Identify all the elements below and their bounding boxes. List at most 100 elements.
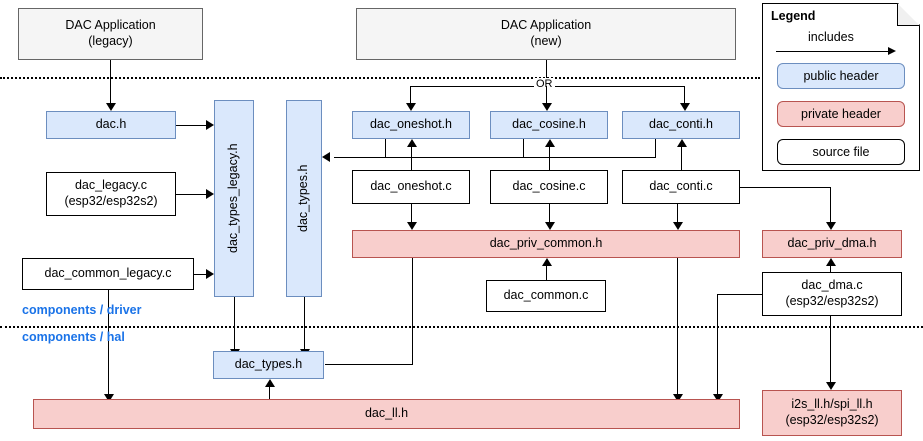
edge-bus-to-oneshot — [410, 86, 411, 103]
arrowhead-dacdmac-to-i2sll — [826, 382, 836, 390]
edge-headers-to-drivertypes-bus — [334, 157, 656, 158]
node-dac-ll-h-label: dac_ll.h — [364, 406, 409, 421]
legend-private-header-chip: private header — [777, 101, 905, 127]
node-dac-cosine-c-label: dac_cosine.c — [512, 179, 586, 194]
app-legacy-line2: (legacy) — [88, 34, 133, 48]
edge-dacdmac-to-privdma — [830, 266, 831, 272]
arrowhead-applegacy-to-dach — [106, 103, 116, 111]
node-dac-h[interactable]: dac.h — [46, 111, 176, 139]
legend-title: Legend — [771, 9, 816, 23]
edge-contic-to-privcommon — [677, 204, 678, 222]
label-or: OR — [534, 78, 555, 90]
legend-source-file-chip: source file — [777, 139, 905, 165]
node-dac-dma-c[interactable]: dac_dma.c (esp32/esp32s2) — [762, 272, 902, 316]
arrowhead-cosinec-to-privcommon — [545, 222, 555, 230]
arrowhead-daclegacyc-to-typeslegacy — [206, 189, 214, 199]
node-dac-cosine-c[interactable]: dac_cosine.c — [490, 170, 608, 204]
node-dac-conti-c-label: dac_conti.c — [649, 179, 713, 194]
arrowhead-dacdmac-to-privdma — [826, 258, 836, 266]
layer-separator-bottom — [0, 326, 923, 328]
node-dac-priv-dma-h-label: dac_priv_dma.h — [787, 236, 877, 251]
node-dac-oneshot-c[interactable]: dac_oneshot.c — [352, 170, 470, 204]
edge-cosineh-drop — [523, 139, 524, 157]
arrowhead-bus-to-oneshot — [406, 103, 416, 111]
edge-cosinec-to-cosineh — [549, 147, 550, 170]
arrowhead-daccommonc-to-privcommon — [542, 258, 552, 266]
legend-arrowhead-icon — [888, 47, 896, 55]
node-dac-cosine-h-label: dac_cosine.h — [512, 117, 586, 132]
node-dac-common-c-label: dac_common.c — [503, 288, 589, 303]
edge-privcommon-to-haltypes-v — [412, 258, 413, 364]
dac-legacy-c-line2: (esp32/esp32s2) — [64, 194, 158, 208]
node-dac-oneshot-h-label: dac_oneshot.h — [369, 117, 452, 132]
legend-includes-label: includes — [808, 30, 854, 44]
node-dac-types-legacy-h[interactable]: dac_types_legacy.h — [214, 100, 254, 297]
edge-dacdmac-to-dacll-h — [717, 294, 763, 295]
node-dac-types-h-driver[interactable]: dac_types.h — [286, 100, 322, 297]
arrowhead-contic-to-contih — [677, 139, 687, 147]
arrowhead-dacdmac-to-dacll — [713, 394, 723, 402]
arrowhead-oneshotc-to-privcommon — [407, 222, 417, 230]
arrowhead-headers-to-drivertypes — [322, 152, 330, 162]
label-components-hal: components / hal — [22, 330, 125, 344]
node-i2s-spi-ll-h[interactable]: i2s_ll.h/spi_ll.h (esp32/esp32s2) — [762, 390, 902, 436]
edge-bus-to-cosine — [546, 86, 547, 103]
arrowhead-cosinec-to-cosineh — [545, 139, 555, 147]
edge-daclegacyc-to-typeslegacy — [176, 194, 208, 195]
node-dac-cosine-h[interactable]: dac_cosine.h — [490, 111, 608, 139]
edge-dacdmac-to-i2sll — [830, 316, 831, 382]
node-dac-priv-dma-h[interactable]: dac_priv_dma.h — [762, 230, 902, 258]
i2s-spi-ll-line2: (esp32/esp32s2) — [785, 413, 879, 427]
arrowhead-contic-to-privdma — [826, 222, 836, 230]
node-dac-common-c[interactable]: dac_common.c — [486, 280, 606, 312]
arrowhead-oneshotc-to-oneshoth — [407, 139, 417, 147]
node-dac-common-legacy-c[interactable]: dac_common_legacy.c — [22, 258, 194, 290]
arrowhead-contic-long-to-dacll — [673, 394, 683, 402]
edge-typeslegacy-to-haltypes — [234, 297, 235, 349]
node-dac-h-label: dac.h — [95, 117, 127, 132]
node-dac-priv-common-h-label: dac_priv_common.h — [489, 236, 603, 251]
legend-public-header-chip: public header — [777, 63, 905, 89]
edge-dach-to-typeslegacy — [176, 125, 208, 126]
edge-cosinec-to-privcommon — [549, 204, 550, 222]
edge-oneshotc-to-privcommon — [411, 204, 412, 222]
node-dac-priv-common-h[interactable]: dac_priv_common.h — [352, 230, 740, 258]
node-dac-conti-h-label: dac_conti.h — [649, 117, 713, 132]
node-dac-oneshot-c-label: dac_oneshot.c — [370, 179, 452, 194]
edge-contic-long-to-dacll — [677, 258, 678, 394]
node-dac-application-new[interactable]: DAC Application (new) — [356, 8, 736, 60]
edge-privcommon-to-haltypes-h — [325, 364, 413, 365]
arrowhead-dacll-to-haltypes — [265, 379, 275, 387]
legend-public-header-label: public header — [803, 69, 879, 83]
arrowhead-bus-to-conti — [680, 103, 690, 111]
edge-contic-to-contih — [681, 147, 682, 170]
i2s-spi-ll-line1: i2s_ll.h/spi_ll.h — [791, 397, 873, 412]
arrowhead-daccommonlegacyc-to-typeslegacy — [206, 269, 214, 279]
edge-contih-drop — [655, 139, 656, 157]
edge-oneshoth-drop — [385, 139, 386, 157]
node-dac-types-h-hal[interactable]: dac_types.h — [213, 351, 324, 379]
label-components-driver: components / driver — [22, 303, 142, 317]
node-dac-conti-c[interactable]: dac_conti.c — [622, 170, 740, 204]
edge-daccommonlegacyc-to-dacll — [108, 290, 109, 394]
arrowhead-bus-to-cosine — [542, 103, 552, 111]
node-dac-oneshot-h[interactable]: dac_oneshot.h — [352, 111, 470, 139]
node-dac-conti-h[interactable]: dac_conti.h — [622, 111, 740, 139]
edge-dacll-to-haltypes — [269, 387, 270, 400]
edge-oneshotc-to-oneshoth — [411, 147, 412, 170]
arrowhead-contic-to-privcommon — [673, 222, 683, 230]
edge-appnew-trunk — [546, 60, 547, 86]
node-dac-types-legacy-h-label: dac_types_legacy.h — [226, 143, 241, 254]
legend-arrow-line-icon — [776, 51, 888, 52]
dac-legacy-c-line1: dac_legacy.c — [74, 178, 148, 193]
node-dac-application-legacy[interactable]: DAC Application (legacy) — [18, 8, 203, 60]
node-dac-types-h-driver-label: dac_types.h — [296, 164, 311, 233]
legend-private-header-label: private header — [801, 107, 881, 121]
legend-panel: Legend includes public header private he… — [762, 3, 920, 171]
edge-dacdmac-to-dacll-v — [717, 294, 718, 394]
edge-applegacy-to-dach — [110, 60, 111, 103]
node-dac-ll-h[interactable]: dac_ll.h — [33, 399, 740, 429]
app-new-line2: (new) — [530, 34, 562, 48]
node-dac-legacy-c[interactable]: dac_legacy.c (esp32/esp32s2) — [46, 172, 176, 216]
